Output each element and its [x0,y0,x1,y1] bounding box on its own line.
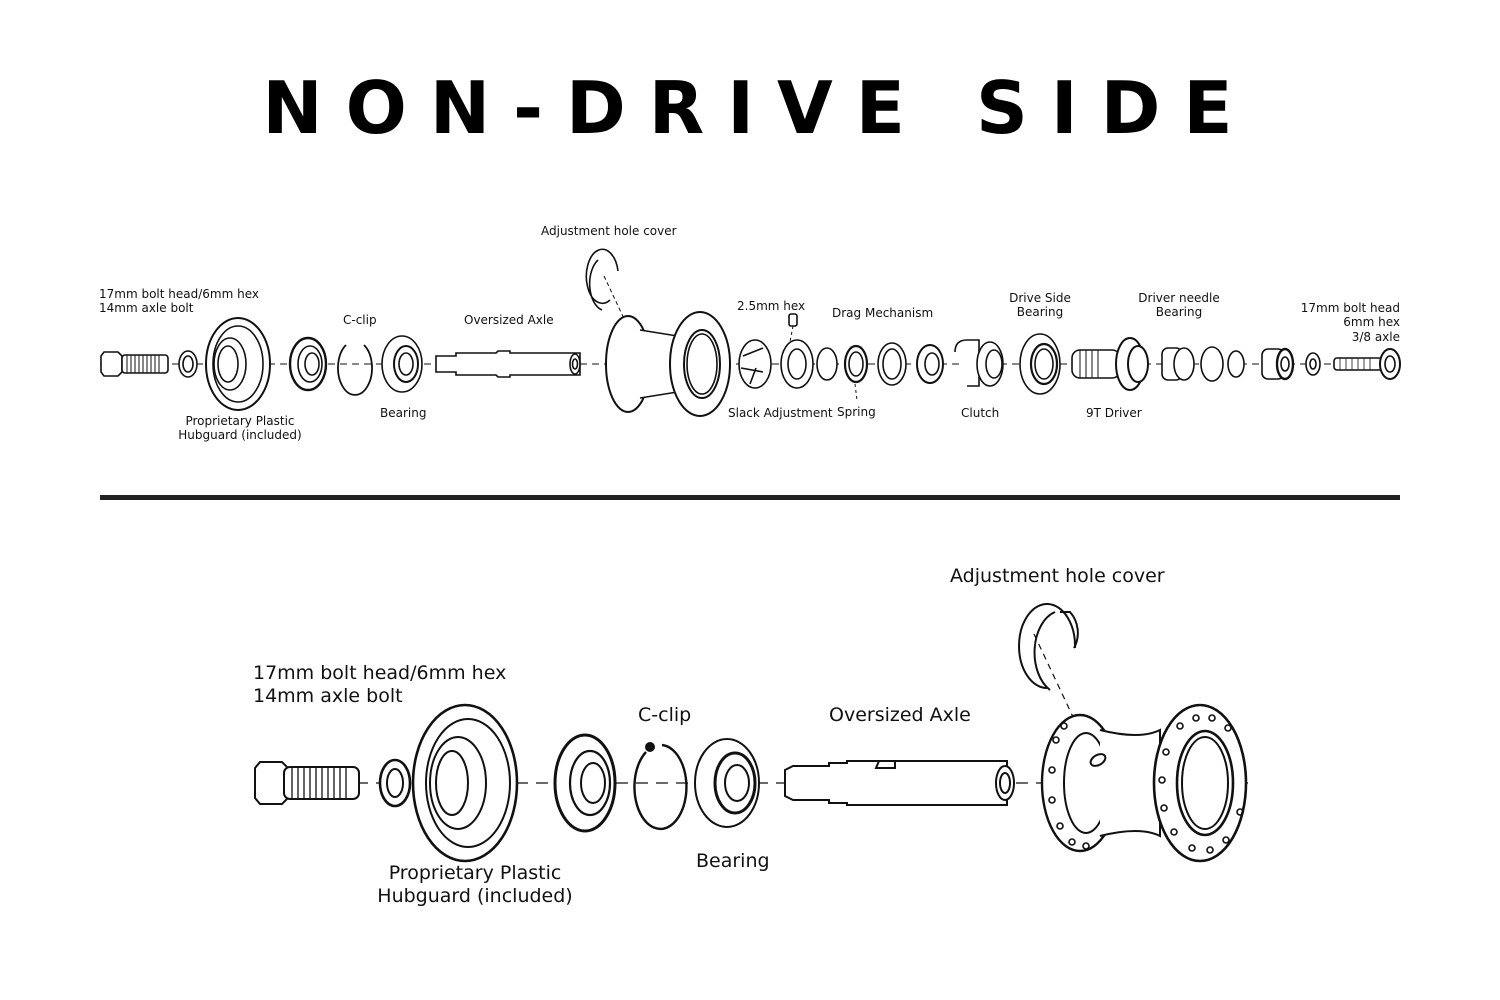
detail-label-hubguard: Proprietary Plastic Hubguard (included) [377,862,573,907]
label-axle-bolt: 17mm bolt head/6mm hex 14mm axle bolt [99,287,259,316]
c-clip-part [337,344,373,396]
detail-label-adjustment-hole-cover: Adjustment hole cover [950,565,1165,587]
detail-hubguard-part [411,703,519,863]
detail-label-c-clip: C-clip [638,704,692,726]
label-drag-mechanism: Drag Mechanism [832,306,934,320]
label-hubguard: Proprietary Plastic Hubguard (included) [178,414,302,443]
label-bearing: Bearing [380,406,427,420]
oversized-axle-part [435,350,581,378]
detail-washer-part [378,758,412,808]
adjustment-hole-cover-part [585,248,619,311]
detail-adjustment-hole-cover-part [1018,603,1077,691]
bearing-part [381,335,423,393]
slack-adjustment-part [738,339,814,389]
clutch-part [954,339,1004,387]
label-9t-driver: 9T Driver [1086,406,1142,420]
label-slack-adjustment: Slack Adjustment [728,406,833,420]
detail-axle-bolt-part [254,761,360,805]
label-adjustment-hole-cover: Adjustment hole cover [541,224,677,238]
drive-side-bearing-part [1019,333,1061,395]
washer-part [1305,352,1321,376]
drag-ring-part [816,347,838,381]
detail-bearing-part [694,738,760,828]
section-divider [100,495,1400,500]
detail-cone-seal-part [553,733,617,833]
label-clutch: Clutch [961,406,1000,420]
detail-hub-shell-part [1040,703,1248,863]
spacer-ring-part [1200,346,1224,382]
spring-part [843,344,869,384]
detail-label-oversized-axle: Oversized Axle [829,704,971,726]
label-oversized-axle: Oversized Axle [464,313,554,327]
page-title: NON-DRIVE SIDE [262,66,1256,150]
drag-plate-part [877,342,907,386]
label-hex: 2.5mm hex [737,299,806,313]
detail-label-axle-bolt: 17mm bolt head/6mm hex 14mm axle bolt [253,662,507,707]
hub-shell-part [605,311,731,417]
spacer-ring-part [1227,350,1245,378]
label-drive-side-bearing: Drive Side Bearing [1009,291,1071,320]
label-driver-needle-bearing: Driver needle Bearing [1138,291,1220,320]
full-assembly-diagram [100,248,1401,417]
drive-side-bolt-part [1333,348,1401,380]
axle-bolt-part [100,351,169,377]
label-c-clip: C-clip [343,313,377,327]
driver-needle-bearing-part [1161,347,1195,381]
label-drive-side-bolt: 17mm bolt head 6mm hex 3/8 axle [1300,301,1400,344]
drive-side-cone-part [1261,347,1295,381]
9t-driver-part [1071,337,1149,391]
label-spring: Spring [837,405,876,419]
drag-cage-part [916,344,944,384]
detail-label-bearing: Bearing [696,850,770,872]
detail-c-clip-part [633,743,688,831]
cone-seal-part [288,336,328,392]
washer-part [178,350,198,378]
hubguard-part [205,317,271,411]
detail-oversized-axle-part [784,760,1015,806]
